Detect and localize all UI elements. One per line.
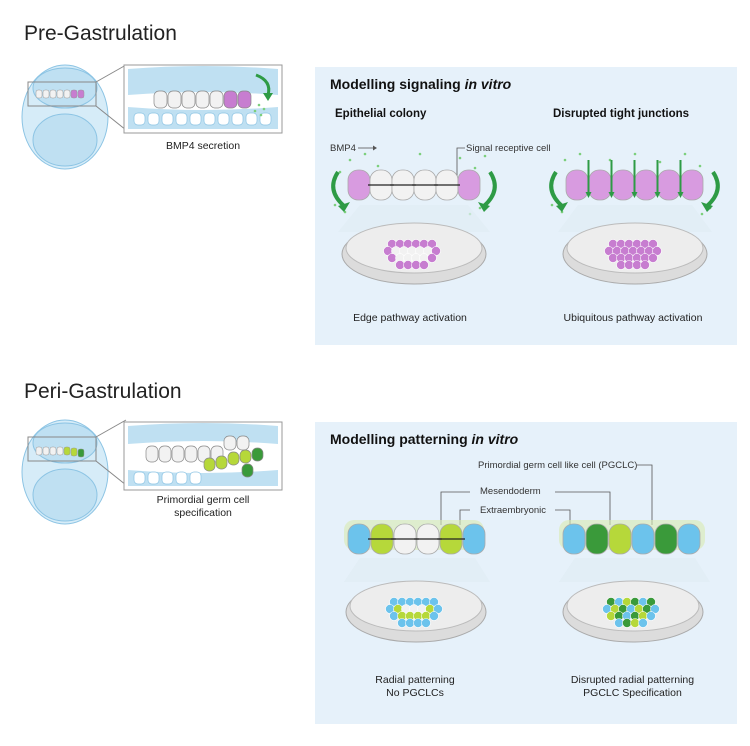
signal-receptive-cell-label: Signal receptive cell [466,143,551,154]
extraembryonic-label: Extraembryonic [480,505,546,516]
pre-gastrulation-title: Pre-Gastrulation [24,22,177,45]
pre-embryo-illustration [21,64,127,170]
pre-zoom-box [123,64,283,134]
edge-activation-caption: Edge pathway activation [353,312,467,324]
pre-zoom-caption: BMP4 secretion [165,140,241,152]
bmp4-label: BMP4 [330,143,356,154]
mesendoderm-label: Mesendoderm [480,486,541,497]
epithelial-colony-illustration [331,152,497,285]
disrupted-junctions-heading: Disrupted tight junctions [553,108,690,120]
radial-patterning-illustration [344,520,490,643]
ubiquitous-activation-caption: Ubiquitous pathway activation [563,312,703,324]
bmp4-arrow [358,145,377,151]
peri-embryo-illustration [21,419,127,525]
epithelial-colony-heading: Epithelial colony [335,108,427,120]
patterning-panel-title: Modelling patterning in vitro [330,431,519,447]
peri-gastrulation-title: Peri-Gastrulation [24,380,182,403]
pgclc-label: Primordial germ cell like cell (PGCLC) [478,460,638,471]
disrupted-junctions-illustration [549,152,720,285]
peri-zoom-box [123,421,283,491]
disrupted-patterning-illustration [559,520,710,643]
receptive-leader-line [456,147,465,176]
signaling-panel-title: Modelling signaling in vitro [330,76,512,92]
